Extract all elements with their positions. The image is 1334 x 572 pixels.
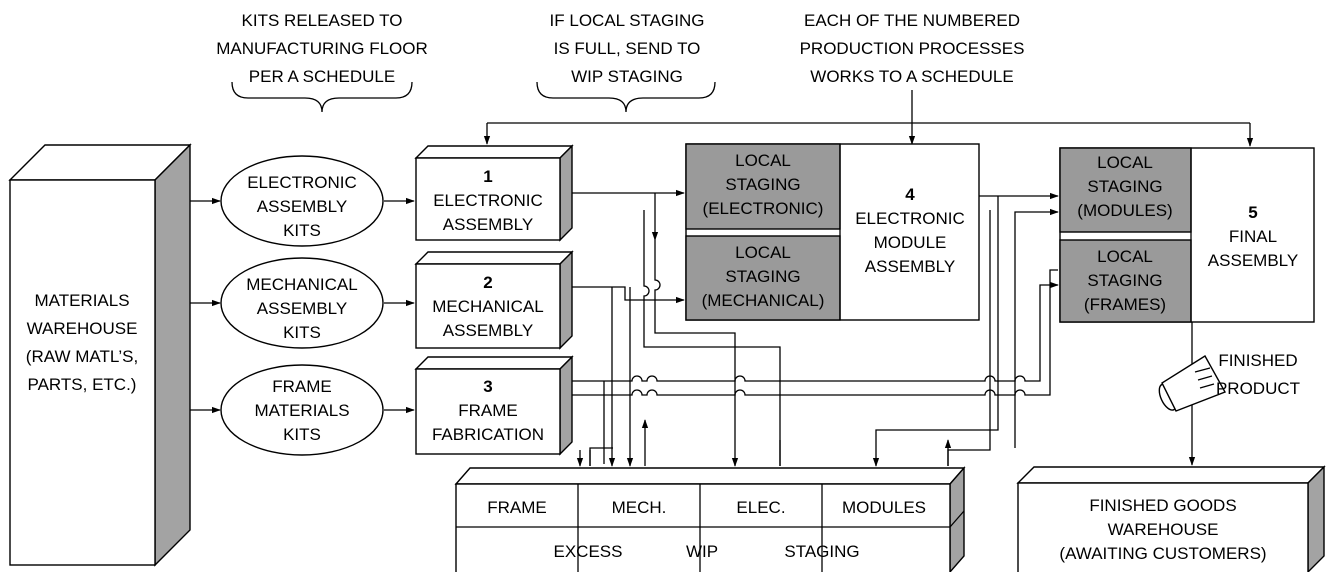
process-2-line-1: MECHANICAL <box>432 297 543 316</box>
finished-goods-line-2: WAREHOUSE <box>1108 520 1219 539</box>
kit-mechanical-line-3: KITS <box>283 323 321 342</box>
kit-electronic-line-3: KITS <box>283 221 321 240</box>
warehouse-line-4: PARTS, ETC.) <box>28 375 137 394</box>
finished-goods-line-3: (AWAITING CUSTOMERS) <box>1059 544 1266 563</box>
process-5-line-1: FINAL <box>1229 227 1277 246</box>
process-4-line-3: ASSEMBLY <box>865 257 955 276</box>
kit-electronic-line-2: ASSEMBLY <box>257 197 347 216</box>
process-1-electronic-assembly: 1 ELECTRONIC ASSEMBLY <box>416 146 572 240</box>
staging-frames-line-1: LOCAL <box>1097 247 1153 266</box>
kit-frame: FRAME MATERIALS KITS <box>221 365 383 455</box>
staging-modules-line-1: LOCAL <box>1097 153 1153 172</box>
flow-process-2-to-staging <box>572 287 684 300</box>
process-1-line-1: ELECTRONIC <box>433 191 543 210</box>
staging-electronic-line-1: LOCAL <box>735 151 791 170</box>
process-2-number: 2 <box>483 273 492 292</box>
warehouse-line-3: (RAW MATL’S, <box>26 347 138 366</box>
note-staging-line-1: IF LOCAL STAGING <box>550 11 705 30</box>
staging-frames-line-2: STAGING <box>1087 271 1162 290</box>
staging-modules-line-3: (MODULES) <box>1077 201 1172 220</box>
finished-product-icon: FINISHED PRODUCT <box>1156 351 1300 413</box>
wip-title-word-1: EXCESS <box>554 542 623 561</box>
finished-product-line-1: FINISHED <box>1218 351 1297 370</box>
process-1-number: 1 <box>483 167 492 186</box>
process-1-line-2: ASSEMBLY <box>443 215 533 234</box>
kit-electronic: ELECTRONIC ASSEMBLY KITS <box>221 156 383 246</box>
process-4-number: 4 <box>905 185 915 204</box>
note-staging-brace <box>537 82 715 112</box>
note-kits-brace <box>232 82 412 112</box>
note-staging-line-3: WIP STAGING <box>571 67 683 86</box>
note-kits-line-3: PER A SCHEDULE <box>249 67 395 86</box>
process-5-number: 5 <box>1248 203 1257 222</box>
wip-column-frame: FRAME <box>487 498 547 517</box>
process-4-electronic-module-assembly: LOCAL STAGING (ELECTRONIC) LOCAL STAGING… <box>686 144 979 320</box>
note-kits-released: KITS RELEASED TO MANUFACTURING FLOOR PER… <box>216 11 428 112</box>
process-4-line-1: ELECTRONIC <box>855 209 965 228</box>
note-staging-line-2: IS FULL, SEND TO <box>554 39 701 58</box>
note-kits-line-2: MANUFACTURING FLOOR <box>216 39 428 58</box>
materials-warehouse: MATERIALS WAREHOUSE (RAW MATL’S, PARTS, … <box>10 145 190 565</box>
warehouse-line-1: MATERIALS <box>34 291 129 310</box>
note-local-staging-full: IF LOCAL STAGING IS FULL, SEND TO WIP ST… <box>537 11 715 112</box>
wip-title-word-2: WIP <box>686 542 718 561</box>
process-3-line-1: FRAME <box>458 401 518 420</box>
kit-mechanical-line-2: ASSEMBLY <box>257 299 347 318</box>
process-2-line-2: ASSEMBLY <box>443 321 533 340</box>
staging-electronic-line-3: (ELECTRONIC) <box>703 199 824 218</box>
warehouse-to-kits-arrows <box>190 201 220 410</box>
process-3-line-2: FABRICATION <box>432 425 544 444</box>
kit-frame-line-3: KITS <box>283 425 321 444</box>
excess-wip-staging: FRAME MECH. ELEC. MODULES EXCESS WIP STA… <box>456 468 964 572</box>
process-4-line-2: MODULE <box>874 233 947 252</box>
wip-column-mech: MECH. <box>612 498 667 517</box>
note-processes-line-2: PRODUCTION PROCESSES <box>800 39 1025 58</box>
warehouse-line-2: WAREHOUSE <box>27 319 138 338</box>
kit-mechanical-line-1: MECHANICAL <box>246 275 357 294</box>
wip-column-elec: ELEC. <box>736 498 785 517</box>
note-numbered-processes: EACH OF THE NUMBERED PRODUCTION PROCESSE… <box>800 11 1025 86</box>
staging-modules-line-2: STAGING <box>1087 177 1162 196</box>
process-3-number: 3 <box>483 377 492 396</box>
process-2-mechanical-assembly: 2 MECHANICAL ASSEMBLY <box>416 252 572 348</box>
kit-frame-line-1: FRAME <box>272 377 332 396</box>
finished-product-line-2: PRODUCT <box>1216 379 1300 398</box>
staging-mechanical-line-3: (MECHANICAL) <box>702 291 825 310</box>
kit-frame-line-2: MATERIALS <box>254 401 349 420</box>
kit-mechanical: MECHANICAL ASSEMBLY KITS <box>221 258 383 348</box>
note-kits-line-1: KITS RELEASED TO <box>242 11 403 30</box>
note-processes-line-3: WORKS TO A SCHEDULE <box>810 67 1013 86</box>
note-processes-line-1: EACH OF THE NUMBERED <box>804 11 1020 30</box>
staging-frames-line-3: (FRAMES) <box>1084 295 1166 314</box>
wip-column-modules: MODULES <box>842 498 926 517</box>
process-5-line-2: ASSEMBLY <box>1208 251 1298 270</box>
kits-to-process-arrows <box>384 201 414 410</box>
staging-electronic-line-2: STAGING <box>725 175 800 194</box>
staging-mechanical-line-1: LOCAL <box>735 243 791 262</box>
finished-goods-line-1: FINISHED GOODS <box>1089 496 1236 515</box>
process-3-frame-fabrication: 3 FRAME FABRICATION <box>416 357 572 454</box>
kit-electronic-line-1: ELECTRONIC <box>247 173 357 192</box>
finished-goods-warehouse: FINISHED GOODS WAREHOUSE (AWAITING CUSTO… <box>1018 467 1324 572</box>
process-5-final-assembly: LOCAL STAGING (MODULES) LOCAL STAGING (F… <box>1060 148 1314 322</box>
staging-mechanical-line-2: STAGING <box>725 267 800 286</box>
